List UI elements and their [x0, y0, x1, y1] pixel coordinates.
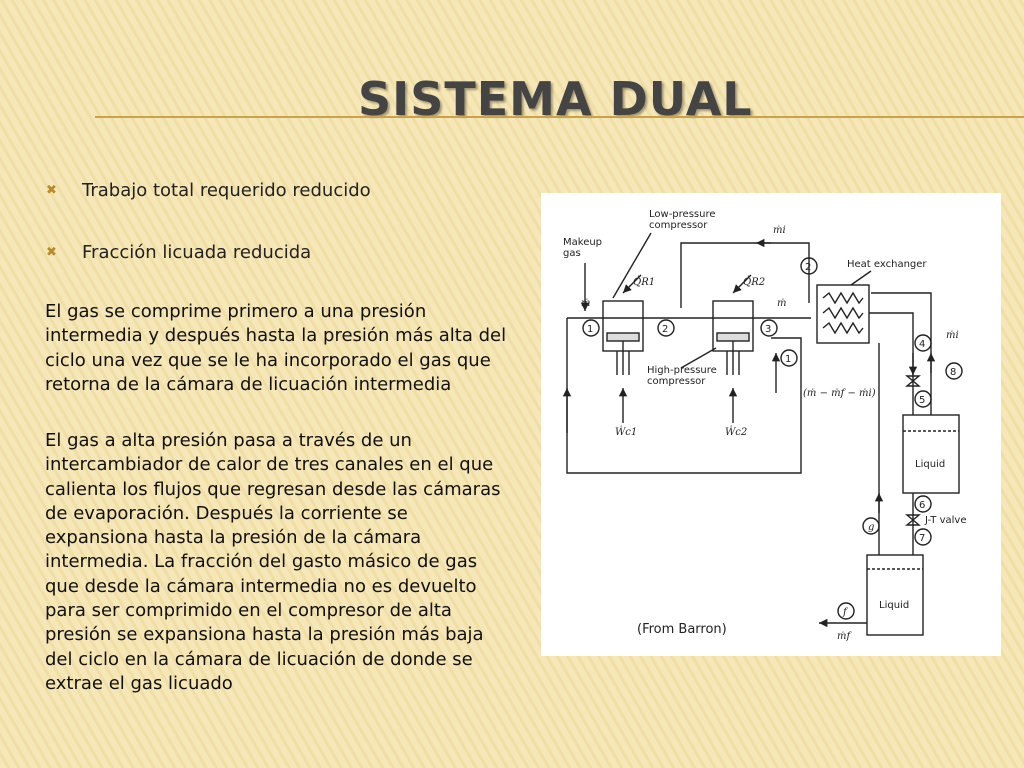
diagram-svg: Makeup gas Low-pressure compressor High-…: [562, 209, 966, 642]
heat-exchanger-label: Heat exchanger: [847, 259, 927, 270]
liquid-label-2: Liquid: [879, 600, 909, 611]
state-7: 7: [919, 533, 925, 544]
bypass-flow-label: (ṁ − ṁf − ṁi): [803, 388, 876, 399]
state-3: 3: [765, 324, 771, 335]
paragraph-heat-exchange: El gas a alta presión pasa a través de u…: [45, 430, 501, 694]
liquid-tank-1: [902, 414, 960, 494]
bullet-item: ✖ Trabajo total requerido reducido: [46, 178, 371, 202]
leader-lpc: [612, 232, 652, 299]
qr1-label: Q̇R1: [633, 276, 655, 288]
state-2: 2: [662, 324, 668, 335]
valve-icon: [905, 375, 921, 387]
state-2b: 2: [805, 262, 811, 273]
title-underline: [95, 116, 1024, 118]
paragraph-compression: El gas se comprime primero a una presión…: [45, 301, 507, 395]
bullet-item: ✖ Fracción licuada reducida: [46, 240, 371, 264]
mf-label: ṁf: [837, 631, 852, 642]
state-5: 5: [919, 395, 925, 406]
bullet-text: Trabajo total requerido reducido: [82, 179, 371, 201]
makeup-gas-label: Makeup gas: [563, 237, 605, 259]
leader-hpc: [680, 347, 717, 369]
wc1-label: Ẇc1: [615, 426, 637, 438]
source-label: (From Barron): [637, 622, 727, 637]
jt-valve-icon: [905, 514, 921, 526]
hpc-label: High-pressure compressor: [647, 365, 720, 387]
mi-top-label: ṁi: [773, 225, 786, 236]
mdot-label-2: ṁ: [777, 298, 786, 309]
state-f: f: [842, 607, 849, 618]
bullet-text: Fracción licuada reducida: [82, 241, 312, 263]
bullet-list: ✖ Trabajo total requerido reducido ✖ Fra…: [46, 178, 371, 302]
mi-top-loop: [680, 242, 810, 308]
state-4: 4: [919, 339, 925, 350]
state-1: 1: [587, 324, 593, 335]
x-bullet-icon: ✖: [46, 244, 57, 260]
state-8: 8: [950, 367, 956, 378]
state-6: 6: [919, 500, 925, 511]
mi-right-label: ṁi: [946, 330, 959, 341]
wc2-label: Ẇc2: [725, 426, 747, 438]
heat-exchanger-box: [816, 284, 870, 344]
state-1b: 1: [785, 354, 791, 365]
qr2-label: Q̇R2: [743, 276, 765, 288]
dual-system-diagram: Makeup gas Low-pressure compressor High-…: [541, 193, 1001, 656]
return-8-line: [871, 292, 932, 415]
x-bullet-icon: ✖: [46, 182, 57, 198]
mdot-label: ṁ: [581, 298, 590, 309]
return-loop-line: [566, 318, 802, 474]
jt-valve-label: J-T valve: [924, 515, 966, 526]
liquid-tank-2: [866, 554, 924, 636]
leader-hx: [850, 270, 872, 286]
liquid-label-1: Liquid: [915, 459, 945, 470]
state-g: g: [868, 522, 874, 533]
lpc-label: Low-pressure compressor: [649, 209, 719, 231]
exchanger-outlet-line: [869, 312, 914, 415]
